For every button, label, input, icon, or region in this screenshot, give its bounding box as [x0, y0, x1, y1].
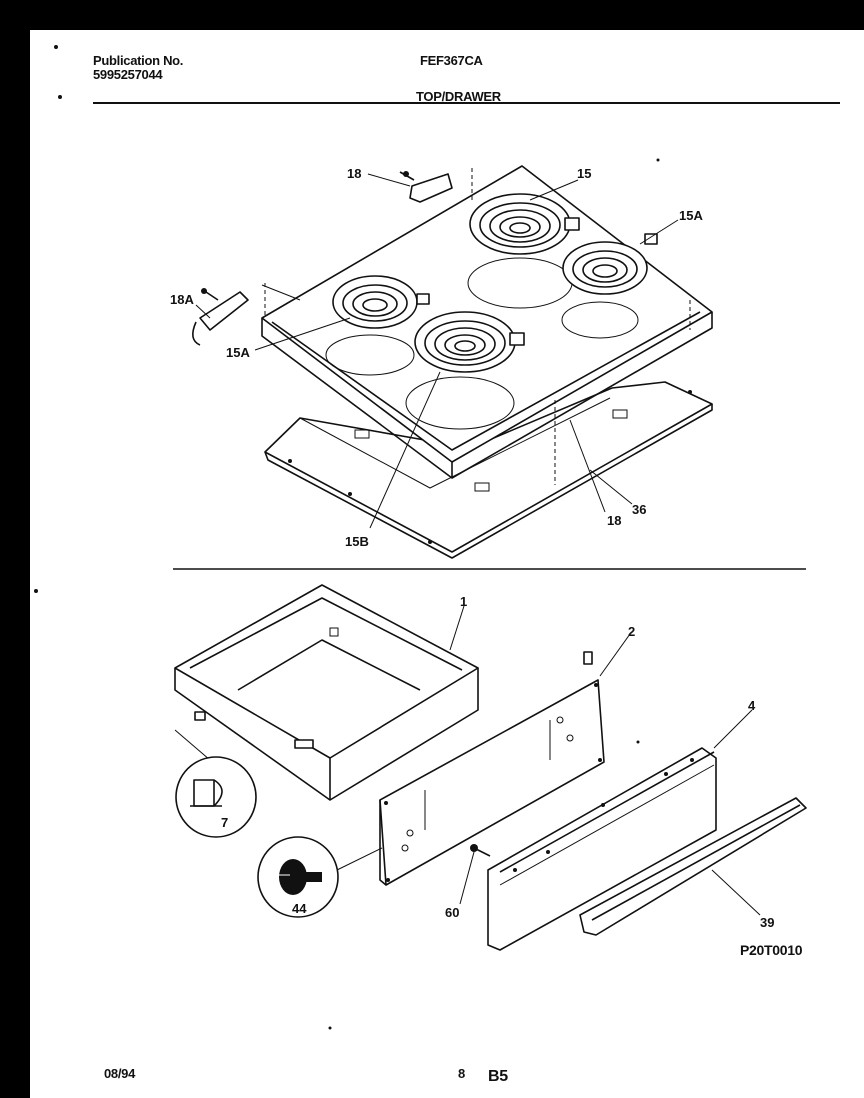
model-number: FEF367CA [420, 53, 483, 68]
surface-element-small-right [562, 233, 658, 295]
surface-element-large-back [469, 193, 580, 255]
callout-15: 15 [577, 166, 592, 181]
surface-element-large-front [414, 311, 525, 373]
callout-60: 60 [445, 905, 460, 920]
figure-code: P20T0010 [740, 942, 803, 958]
bracket-left [192, 288, 249, 346]
trim-strip [579, 797, 807, 936]
drawer-body [174, 584, 479, 801]
screw-60 [470, 844, 491, 857]
footer-date: 08/94 [104, 1066, 136, 1081]
detail-circle-7 [175, 756, 257, 838]
footer-page-number: 8 [458, 1066, 465, 1081]
footer-page-code: B5 [488, 1068, 508, 1085]
bracket-top [399, 171, 453, 203]
bottom-pan [264, 381, 713, 559]
callout-15b: 15B [345, 534, 369, 549]
callout-15a-left: 15A [226, 345, 250, 360]
drawer-leader-lines [336, 605, 761, 916]
callout-4: 4 [748, 698, 756, 713]
surface-element-small-left [332, 275, 430, 329]
detail-circle-44 [257, 836, 339, 918]
parts-diagram-page [30, 30, 864, 1098]
callout-1: 1 [460, 594, 468, 609]
callout-7: 7 [221, 815, 229, 830]
publication-number: 5995257044 [93, 67, 163, 82]
scan-border-top [0, 0, 864, 30]
scan-speck [54, 45, 58, 49]
header-rule [93, 102, 840, 104]
callout-18a: 18A [170, 292, 194, 307]
callout-18-bottom: 18 [607, 513, 622, 528]
cooktop-leader-lines [195, 173, 679, 529]
callout-2: 2 [628, 624, 636, 639]
scan-speck [58, 95, 62, 99]
callout-44: 44 [292, 901, 307, 916]
scan-speck [636, 740, 640, 744]
publication-label: Publication No. [93, 53, 184, 68]
cooktop [261, 165, 713, 485]
callout-15a-right: 15A [679, 208, 703, 223]
scan-border-left [0, 0, 30, 1098]
section-title: TOP/DRAWER [416, 89, 501, 104]
scan-speck [34, 589, 38, 593]
drawer-front-panel [379, 651, 605, 886]
scan-speck [656, 158, 660, 162]
callout-18-top: 18 [347, 166, 362, 181]
callout-36: 36 [632, 502, 647, 517]
scan-speck [328, 1026, 332, 1030]
callout-39: 39 [760, 915, 775, 930]
drawer-handle-panel [487, 747, 717, 951]
